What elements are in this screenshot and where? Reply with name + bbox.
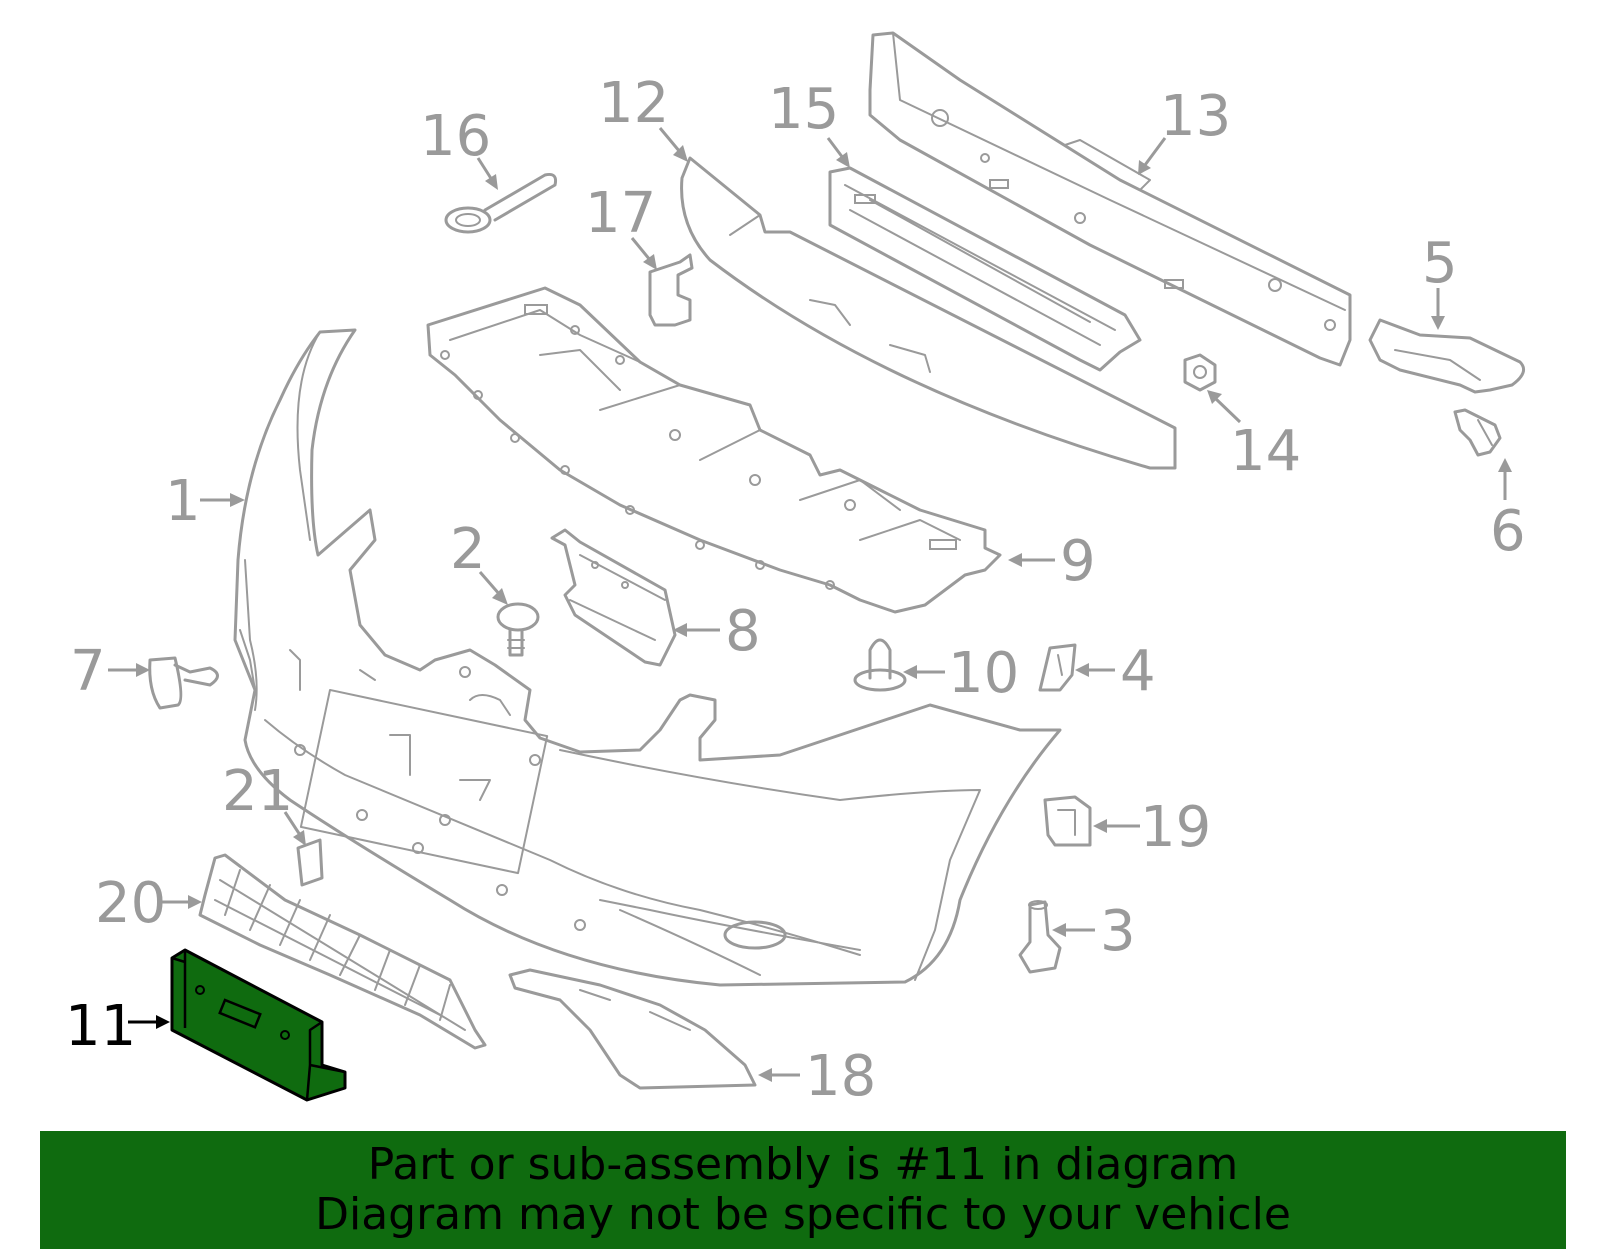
part-4-clip[interactable] bbox=[1038, 643, 1077, 692]
banner-line-1: Part or sub-assembly is #11 in diagram bbox=[367, 1139, 1239, 1190]
part-10-push-clip[interactable] bbox=[853, 638, 907, 692]
part-7-side-marker[interactable] bbox=[148, 656, 219, 710]
part-17-bracket[interactable] bbox=[648, 253, 694, 327]
callout-6: 6 bbox=[1490, 499, 1526, 564]
part-20-lower-grille[interactable] bbox=[198, 853, 487, 1050]
callout-13: 13 bbox=[1160, 84, 1231, 149]
callouts: 1 2 3 4 5 6 7 8 9 10 bbox=[65, 71, 1526, 1109]
part-11-license-bracket[interactable] bbox=[170, 948, 347, 1102]
part-1-bumper-cover[interactable] bbox=[233, 328, 1062, 987]
callout-17: 17 bbox=[585, 181, 656, 246]
part-8-bracket[interactable] bbox=[550, 528, 677, 667]
part-13-reinforcement[interactable] bbox=[868, 31, 1352, 367]
callout-21: 21 bbox=[222, 759, 293, 824]
part-15-absorber[interactable] bbox=[828, 166, 1142, 372]
part-9-undercover[interactable] bbox=[426, 286, 1002, 614]
callout-4: 4 bbox=[1120, 639, 1156, 704]
callout-3: 3 bbox=[1100, 899, 1136, 964]
info-banner: Part or sub-assembly is #11 in diagram D… bbox=[40, 1131, 1566, 1249]
banner-line-2: Diagram may not be specific to your vehi… bbox=[315, 1189, 1291, 1240]
callout-15: 15 bbox=[768, 77, 839, 142]
callout-9: 9 bbox=[1060, 529, 1096, 594]
part-6-bolt[interactable] bbox=[1453, 408, 1502, 457]
callout-18: 18 bbox=[805, 1044, 876, 1109]
part-14-nut[interactable] bbox=[1183, 353, 1217, 392]
callout-8: 8 bbox=[725, 599, 761, 664]
part-5-bracket[interactable] bbox=[1368, 318, 1526, 394]
callout-16: 16 bbox=[420, 104, 491, 169]
callout-14: 14 bbox=[1230, 419, 1301, 484]
callout-2: 2 bbox=[450, 517, 486, 582]
part-12-foam-absorber[interactable] bbox=[680, 156, 1177, 470]
banner-background bbox=[40, 1131, 1566, 1249]
callout-20: 20 bbox=[95, 871, 166, 936]
part-18-trim-strip[interactable] bbox=[508, 968, 757, 1090]
part-21-clip[interactable] bbox=[296, 838, 324, 887]
part-3-bolt[interactable] bbox=[1018, 900, 1062, 974]
callout-5: 5 bbox=[1422, 231, 1458, 296]
callout-1: 1 bbox=[165, 469, 201, 534]
callout-11: 11 bbox=[65, 994, 136, 1059]
part-19-clip[interactable] bbox=[1043, 795, 1092, 847]
callout-12: 12 bbox=[598, 71, 669, 136]
part-16-tow-hook[interactable] bbox=[444, 173, 557, 234]
callout-19: 19 bbox=[1140, 795, 1211, 860]
callout-10: 10 bbox=[948, 641, 1019, 706]
callout-7: 7 bbox=[70, 639, 106, 704]
part-2-clip[interactable] bbox=[496, 602, 540, 657]
